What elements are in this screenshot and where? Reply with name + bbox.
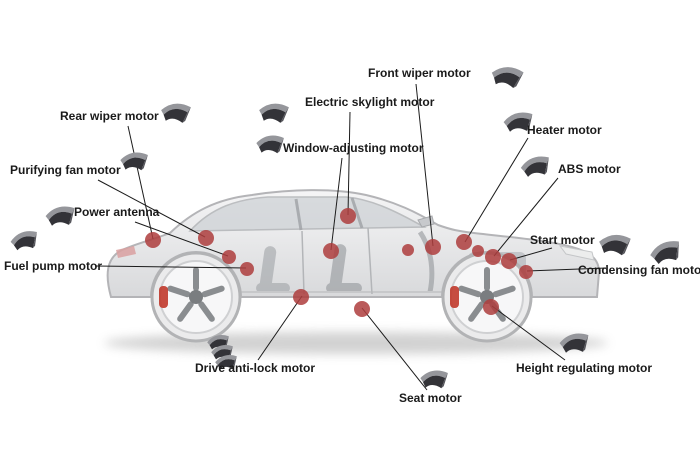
label-height-regulating-motor: Height regulating motor	[516, 361, 652, 375]
location-dot	[340, 208, 356, 224]
location-dot	[323, 243, 339, 259]
location-dot	[483, 299, 499, 315]
callout-line	[347, 111, 351, 216]
location-dot	[198, 230, 214, 246]
location-dot	[425, 239, 441, 255]
magnet-icon	[159, 100, 192, 125]
location-dot	[456, 234, 472, 250]
label-power-antenna: Power antenna	[74, 205, 160, 219]
label-condensing-fan-motor: Condensing fan motor	[578, 263, 700, 277]
location-dot	[293, 289, 309, 305]
location-dot	[354, 301, 370, 317]
location-dot	[222, 250, 236, 264]
magnet-icon	[559, 333, 589, 353]
label-drive-anti-lock-motor: Drive anti-lock motor	[195, 361, 316, 375]
magnet-icon	[45, 206, 75, 226]
rear-wheel	[152, 253, 240, 341]
magnet-icon	[489, 62, 525, 91]
magnet-icon	[9, 230, 39, 251]
callout-line	[464, 137, 529, 243]
location-dot	[519, 265, 533, 279]
magnet-icon	[519, 155, 551, 178]
magnet-icon	[257, 100, 290, 125]
label-heater-motor: Heater motor	[527, 123, 602, 137]
label-abs-motor: ABS motor	[558, 162, 621, 176]
callout-line	[415, 83, 434, 247]
callout-line	[526, 267, 607, 272]
location-dot	[240, 262, 254, 276]
label-purifying-fan-motor: Purifying fan motor	[10, 163, 121, 177]
location-dot	[485, 249, 501, 265]
callout-line	[257, 295, 303, 361]
magnet-icon	[255, 134, 285, 155]
location-dot	[472, 245, 484, 257]
label-seat-motor: Seat motor	[399, 391, 462, 405]
label-fuel-pump-motor: Fuel pump motor	[4, 259, 102, 273]
callout-line	[491, 305, 566, 361]
magnet-icon	[648, 239, 683, 266]
magnet-icon	[597, 231, 632, 258]
callout-lines	[94, 83, 607, 391]
callout-line	[94, 265, 247, 269]
front-wheel	[443, 253, 531, 341]
magnet-icon	[119, 151, 149, 172]
callout-line	[509, 247, 553, 261]
location-dot	[145, 232, 161, 248]
label-window-adjusting-motor: Window-adjusting motor	[283, 141, 424, 155]
label-rear-wiper-motor: Rear wiper motor	[60, 109, 159, 123]
label-electric-skylight-motor: Electric skylight motor	[305, 95, 435, 109]
location-dot	[402, 244, 414, 256]
callout-line	[493, 177, 559, 257]
callout-line	[97, 179, 206, 238]
location-dot	[501, 253, 517, 269]
callout-line	[127, 125, 154, 240]
callout-line	[330, 157, 343, 251]
label-front-wiper-motor: Front wiper motor	[368, 66, 471, 80]
callout-line	[134, 221, 229, 257]
callout-line	[361, 307, 428, 391]
label-start-motor: Start motor	[530, 233, 595, 247]
motor-location-dots	[145, 208, 533, 317]
